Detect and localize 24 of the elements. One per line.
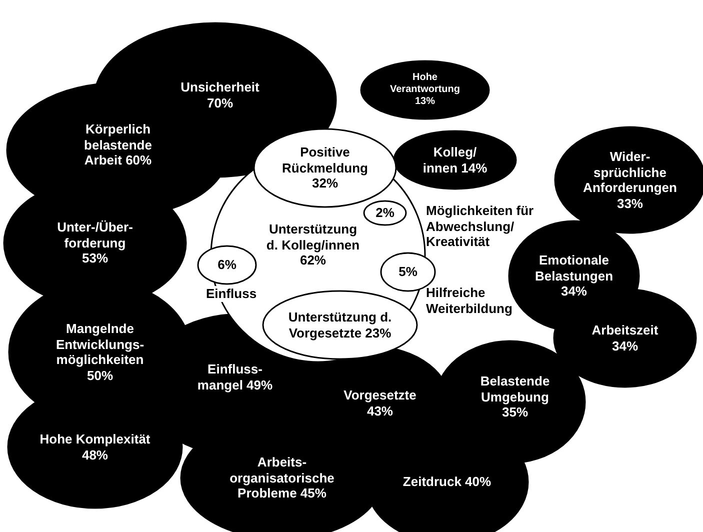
bubble-label: 2%: [376, 205, 394, 221]
bubble-label: Hohe Komplexität 48%: [40, 431, 150, 463]
bubble-label: Emotionale Belastungen 34%: [535, 252, 613, 300]
bubble-label: Unter-/Über- forderung 53%: [57, 220, 133, 266]
bubble-label: Einfluss- mangel 49%: [197, 361, 273, 393]
bubble-label: Arbeits- organisatorische Probleme 45%: [230, 454, 334, 502]
bubble-label: Hohe Verantwortung 13%: [390, 72, 460, 108]
bubble-label: Arbeitszeit 34%: [592, 322, 658, 354]
bubble-label: 6%: [218, 257, 236, 273]
bubble-caption: Möglichkeiten für Abwechslung/ Kreativität: [425, 203, 535, 250]
bubble-label: Kolleg/ innen 14%: [422, 144, 488, 176]
bubble-label: Unterstützung d. Vorgesetzte 23%: [288, 309, 392, 341]
bubble-label: Positive Rückmeldung 32%: [282, 144, 368, 192]
bubble-label: Unsicherheit 70%: [180, 79, 260, 111]
bubble-label: Wider- sprüchliche Anforderungen 33%: [583, 148, 677, 212]
bubble-label: Mangelnde Entwicklungs- möglichkeiten 50%: [56, 320, 144, 384]
bubble-label: Zeitdruck 40%: [402, 474, 492, 490]
bubble-label: Vorgesetzte 43%: [344, 387, 416, 419]
bubble-label: Belastende Umgebung 35%: [480, 374, 550, 420]
bubble-caption: Einfluss: [205, 286, 258, 302]
bubble-caption: Hilfreiche Weiterbildung: [425, 285, 514, 316]
bubble-label: 5%: [398, 264, 418, 280]
bubble-label: Unterstützung d. Kolleg/innen 62%: [266, 222, 360, 268]
bubble-label: Körperlich belastende Arbeit 60%: [84, 122, 152, 168]
